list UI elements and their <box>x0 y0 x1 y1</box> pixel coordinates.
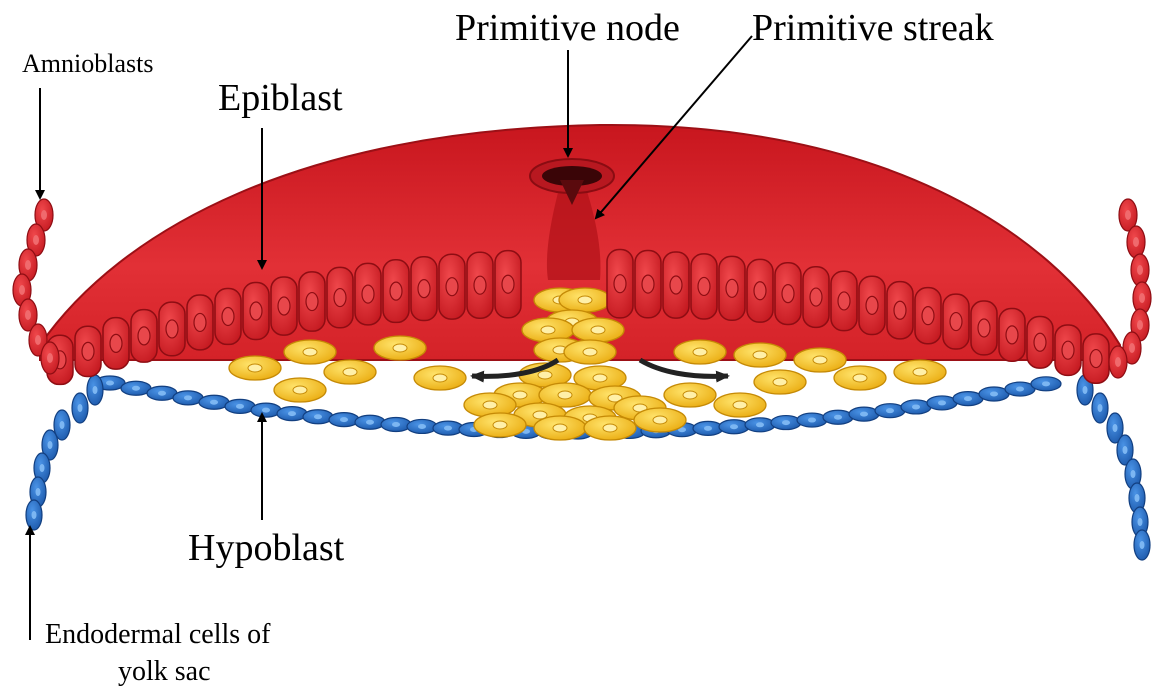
epiblast-cell <box>271 277 297 335</box>
hypoblast-cell <box>849 407 879 421</box>
hypoblast-cell <box>719 420 749 434</box>
hypoblast-cell <box>277 407 307 421</box>
mesoderm-cell <box>414 366 466 390</box>
label-endodermal-line1: Endodermal cells of <box>45 619 271 650</box>
amnioblast-cell <box>1127 226 1145 258</box>
mesoderm-cell <box>534 416 586 440</box>
epiblast-cell <box>803 267 829 328</box>
mesoderm-cell <box>794 348 846 372</box>
hypoblast-cell <box>823 410 853 424</box>
epiblast-cell <box>775 263 801 325</box>
epiblast-cell <box>495 251 521 318</box>
label-primitive-node: Primitive node <box>455 7 680 49</box>
epiblast-cell <box>1055 325 1081 375</box>
hypoblast-cell <box>433 421 463 435</box>
hypoblast-cell <box>771 416 801 430</box>
epiblast-cell <box>607 250 633 318</box>
mesoderm-cell <box>674 340 726 364</box>
mesoderm-cell <box>559 288 611 312</box>
hypoblast-cell <box>407 419 437 433</box>
epiblast-cell <box>943 294 969 349</box>
epiblast-cell <box>1083 334 1109 383</box>
epiblast-cell <box>1027 316 1053 368</box>
epiblast-cell <box>215 289 241 345</box>
yolk-sac-endoderm-cell <box>1134 530 1150 560</box>
hypoblast-cell <box>745 418 775 432</box>
epiblast-cell <box>719 256 745 320</box>
yolk-sac-endoderm-cell <box>1092 393 1108 423</box>
hypoblast-cell <box>797 413 827 427</box>
mesoderm-cell <box>564 340 616 364</box>
epiblast-cell <box>663 252 689 318</box>
epiblast-cell <box>691 254 717 319</box>
hypoblast-cell <box>381 417 411 431</box>
epiblast-cell <box>187 295 213 350</box>
epiblast-cell <box>299 272 325 331</box>
epiblast-cell <box>999 309 1025 362</box>
epiblast-cell <box>915 288 941 344</box>
epiblast-cell <box>411 257 437 321</box>
label-primitive-streak: Primitive streak <box>752 7 994 49</box>
mesoderm-cell <box>664 383 716 407</box>
epiblast-cell <box>131 310 157 363</box>
mesoderm-cell <box>229 356 281 380</box>
hypoblast-cell <box>693 421 723 435</box>
epiblast-cell <box>243 282 269 339</box>
epiblast-cell <box>467 252 493 318</box>
epiblast-cell <box>103 318 129 369</box>
mesoderm-cell <box>714 393 766 417</box>
mesoderm-cell <box>572 318 624 342</box>
epiblast-cell <box>383 260 409 323</box>
label-hypoblast: Hypoblast <box>188 527 345 569</box>
epiblast-cell <box>439 254 465 319</box>
mesoderm-cell <box>374 336 426 360</box>
epiblast-cell <box>747 259 773 322</box>
mesoderm-cell <box>734 343 786 367</box>
amnioblast-cell <box>41 342 59 374</box>
epiblast-cell <box>75 326 101 376</box>
mesoderm-cell <box>284 340 336 364</box>
yolk-sac-endoderm-cell <box>87 375 103 405</box>
mesoderm-cell <box>274 378 326 402</box>
label-amnioblasts: Amnioblasts <box>22 49 153 78</box>
epiblast-cell <box>635 250 661 317</box>
epiblast-cell <box>859 276 885 334</box>
mesoderm-cell <box>894 360 946 384</box>
yolk-sac-endoderm-cell <box>72 393 88 423</box>
amnioblast-cell <box>1109 346 1127 378</box>
hypoblast-cell <box>329 413 359 427</box>
epiblast-cell <box>887 282 913 339</box>
label-epiblast: Epiblast <box>218 77 343 119</box>
label-endodermal-line2: yolk sac <box>118 656 211 687</box>
epiblast-cell <box>355 263 381 325</box>
hypoblast-cell <box>875 404 905 418</box>
mesoderm-cell <box>584 416 636 440</box>
epiblast-cell <box>971 301 997 355</box>
amnioblast-cell <box>1131 254 1149 286</box>
mesoderm-cell <box>324 360 376 384</box>
yolk-sac-endoderm-cell <box>26 500 42 530</box>
epiblast-cell <box>831 271 857 330</box>
hypoblast-cell <box>355 415 385 429</box>
hypoblast-cell <box>225 399 255 413</box>
mesoderm-cell <box>474 413 526 437</box>
hypoblast-cell <box>1031 377 1061 391</box>
epiblast-cell <box>327 267 353 327</box>
mesoderm-cell <box>634 408 686 432</box>
hypoblast-cell <box>251 403 281 417</box>
mesoderm-cell <box>834 366 886 390</box>
epiblast-cell <box>159 302 185 356</box>
mesoderm-cell <box>754 370 806 394</box>
hypoblast-cell <box>303 410 333 424</box>
